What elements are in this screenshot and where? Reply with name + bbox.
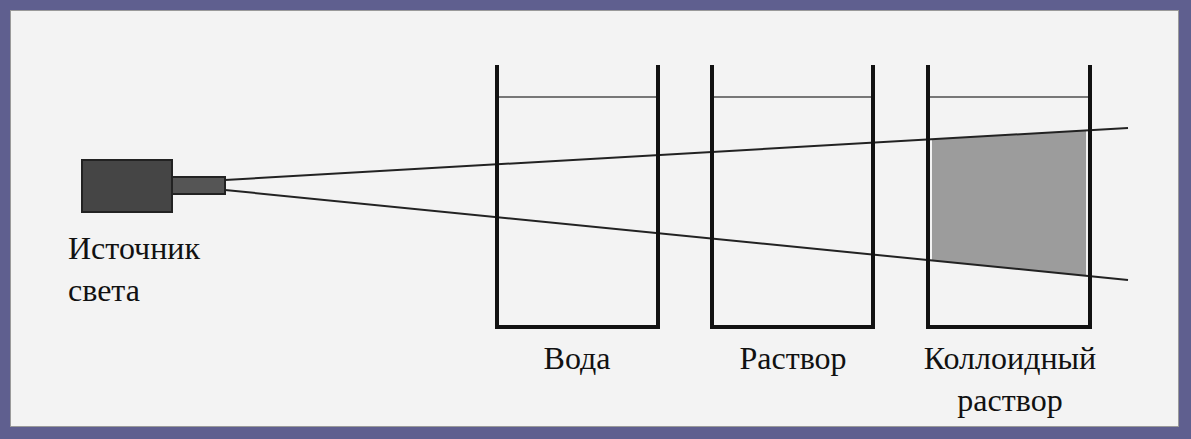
light-beam <box>225 190 1128 280</box>
source-label: Источник света <box>68 228 253 311</box>
light-source <box>82 160 172 212</box>
beaker <box>497 65 658 327</box>
beaker-label: Коллоидный раствор <box>910 338 1110 421</box>
liquid-level <box>499 96 656 98</box>
light-nozzle <box>172 177 225 194</box>
beaker <box>928 65 1090 327</box>
beaker-label: Раствор <box>708 338 878 380</box>
liquid-level <box>714 96 871 98</box>
light-beam <box>225 128 1128 180</box>
beaker-label: Вода <box>492 338 662 380</box>
tyndall-cone <box>932 130 1086 275</box>
beaker <box>712 65 873 327</box>
liquid-level <box>930 96 1088 98</box>
